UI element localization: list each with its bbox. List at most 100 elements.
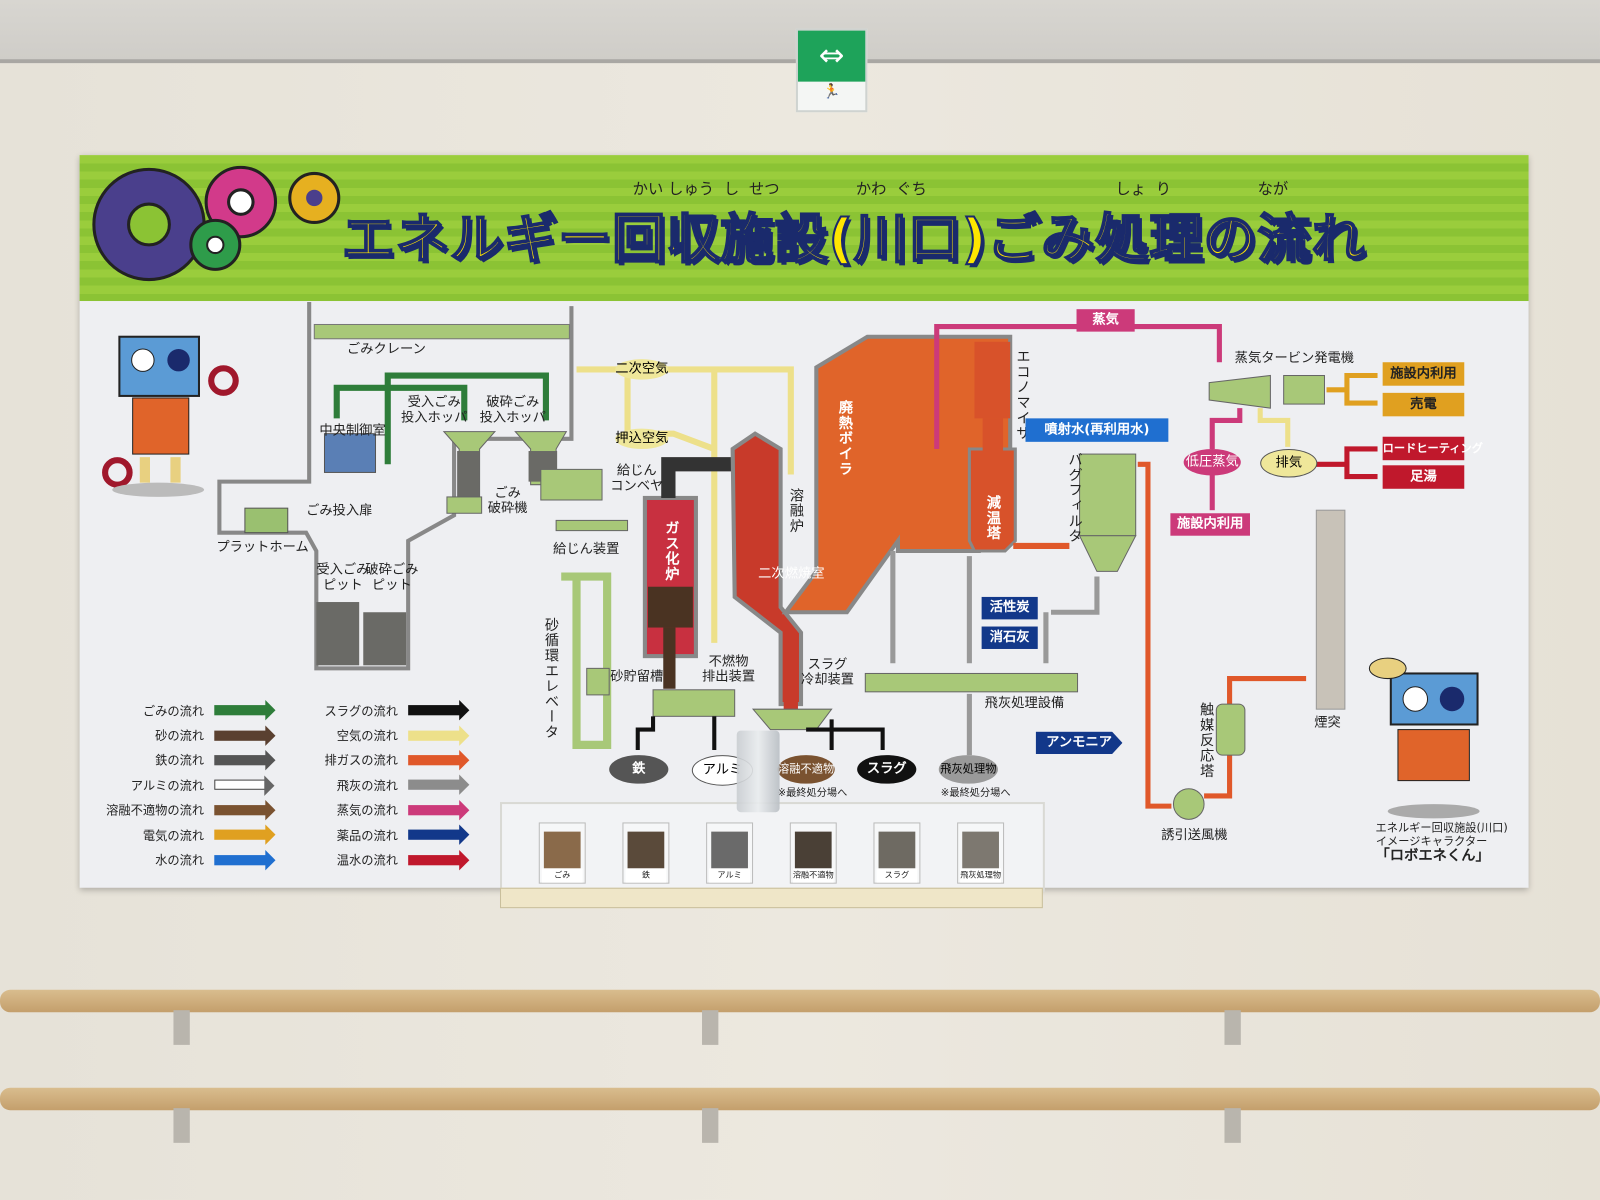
label-crusher: ごみ 破砕機 [487, 485, 528, 517]
label-fly-ash-facility: 飛灰処理設備 [984, 695, 1065, 712]
label-platform: プラットホーム [216, 539, 309, 556]
label-incombustible-discharge: 不燃物 排出装置 [702, 654, 756, 685]
title-furigana: かい しゅう し せつ かわ ぐち しょ り なが [632, 179, 1289, 198]
legend-arrow-icon [214, 775, 275, 797]
sample-label: スラグ [876, 868, 918, 883]
label-forced-air: 押込空気 [615, 428, 668, 449]
sample-case: 飛灰処理物 [957, 822, 1005, 884]
legend-item: 空気の流れ [296, 723, 470, 748]
legend-arrow-icon [408, 700, 470, 721]
label-turbine: 蒸気タービン発電機 [1234, 351, 1355, 367]
label-door: ごみ投入扉 [306, 503, 373, 519]
sample-label: 飛灰処理物 [960, 868, 1002, 883]
emergency-exit-icon: 🏃 [822, 83, 841, 100]
label-receive-pit: 受入ごみ ピット [316, 562, 370, 593]
legend-label: 電気の流れ [142, 828, 205, 843]
label-crushed-pit: 破砕ごみ ピット [365, 562, 419, 593]
label-exhaust: 排気 [1260, 448, 1318, 478]
sample-case: 溶融不適物 [789, 822, 837, 884]
sample-label: 溶融不適物 [792, 868, 834, 883]
legend-arrow-icon [408, 799, 470, 821]
sample-case: アルミ [706, 822, 754, 884]
label-activated-carbon: 活性炭 [981, 596, 1038, 620]
sample-material [878, 831, 916, 869]
handrail-bracket [702, 1010, 719, 1045]
label-slaked-lime: 消石灰 [981, 626, 1038, 649]
label-spray-water: 噴射水(再利用水) [1025, 418, 1169, 442]
sample-case: スラグ [873, 822, 921, 884]
robot-mascot-right [1368, 657, 1480, 819]
label-bag-filter: バグフィルタ [1066, 452, 1083, 544]
sample-tube [736, 730, 780, 813]
legend-label: 溶融不適物の流れ [106, 803, 205, 818]
label-crane: ごみクレーン [346, 341, 426, 358]
legend-label: ごみの流れ [142, 703, 205, 719]
label-sand-tank: 砂貯留槽 [610, 669, 664, 685]
exit-sign: ⇔ 🏃 [795, 28, 868, 113]
process-diagram [217, 302, 1378, 820]
legend-label: 排ガスの流れ [324, 753, 398, 768]
legend-label: スラグの流れ [324, 703, 398, 719]
shelf-board [499, 887, 1043, 909]
label-footbath: 足湯 [1382, 465, 1465, 489]
legend-item: ごみの流れ [102, 698, 276, 723]
legend-arrow-icon [408, 749, 470, 771]
legend-arrow-icon [408, 774, 470, 796]
output-slag: スラグ [857, 755, 917, 784]
note-final-disposal: ※最終処分場へ [777, 787, 848, 799]
legend-arrow-icon [408, 849, 470, 870]
legend: ごみの流れ砂の流れ鉄の流れアルミの流れ溶融不適物の流れ電気の流れ水の流れ スラグ… [102, 698, 470, 872]
label-internal-use-electric: 施設内利用 [1382, 362, 1465, 386]
label-feed-conveyor: 給じん コンベヤ [610, 463, 664, 494]
label-secondary-air: 二次空気 [615, 359, 668, 380]
legend-label: 温水の流れ [336, 853, 398, 868]
legend-arrow-icon [214, 799, 276, 821]
handrail-bracket [702, 1108, 719, 1143]
acrylic-case [499, 802, 1045, 892]
legend-label: 空気の流れ [336, 728, 398, 743]
legend-item: 鉄の流れ [102, 748, 276, 773]
output-fly-ash: 飛灰処理物 [938, 755, 998, 784]
legend-arrow-icon [214, 824, 276, 846]
gears-icon [92, 165, 341, 282]
legend-item: 薬品の流れ [296, 822, 470, 847]
legend-column: スラグの流れ空気の流れ排ガスの流れ飛灰の流れ蒸気の流れ薬品の流れ温水の流れ [296, 698, 470, 872]
handrail-upper [0, 989, 1600, 1013]
poster-title: エネルギー回収施設(川口)ごみ処理の流れ [341, 208, 1366, 271]
output-iron: 鉄 [609, 755, 669, 784]
legend-item: 水の流れ [102, 847, 276, 872]
handrail-bracket [173, 1010, 190, 1045]
legend-arrow-icon [214, 725, 276, 746]
legend-item: 溶融不適物の流れ [102, 798, 276, 823]
sample-material [711, 831, 748, 869]
handrail-bracket [1224, 1108, 1241, 1143]
handrail-bracket [1224, 1010, 1241, 1045]
label-low-pressure-steam: 低圧蒸気 [1183, 448, 1241, 476]
label-slag-cooling: スラグ 冷却装置 [801, 657, 855, 688]
label-power-sale: 売電 [1382, 392, 1465, 417]
label-sand-elevator: 砂循環エレベータ [542, 617, 560, 740]
legend-column: ごみの流れ砂の流れ鉄の流れアルミの流れ溶融不適物の流れ電気の流れ水の流れ [102, 698, 276, 872]
label-melting-furnace: 溶融炉 [787, 487, 805, 534]
legend-arrow-icon [214, 849, 276, 870]
legend-label: アルミの流れ [130, 778, 205, 793]
handrail-lower [0, 1087, 1600, 1111]
legend-item: 飛灰の流れ [296, 773, 470, 798]
sample-label: ごみ [541, 868, 583, 883]
character-caption: エネルギー回収施設(川口) イメージキャラクター 「ロボエネくん」 [1375, 821, 1508, 865]
label-chimney: 煙突 [1314, 715, 1341, 731]
label-receive-hopper: 受入ごみ 投入ホッパ [401, 394, 468, 426]
sample-material [627, 831, 665, 869]
label-crushed-hopper: 破砕ごみ 投入ホッパ [479, 394, 546, 426]
robot-mascot-left [102, 335, 239, 497]
sample-case: 鉄 [622, 822, 670, 884]
label-gasifier: ガス化炉 [663, 520, 680, 582]
label-secondary-combustion: 二次燃焼室 [758, 566, 825, 582]
legend-item: 砂の流れ [102, 723, 276, 748]
legend-label: 蒸気の流れ [336, 803, 398, 818]
legend-label: 飛灰の流れ [336, 778, 398, 793]
label-induced-fan: 誘引送風機 [1161, 827, 1228, 843]
legend-label: 鉄の流れ [155, 753, 205, 768]
legend-arrow-icon [408, 725, 470, 746]
note-final-disposal: ※最終処分場へ [940, 787, 1011, 799]
